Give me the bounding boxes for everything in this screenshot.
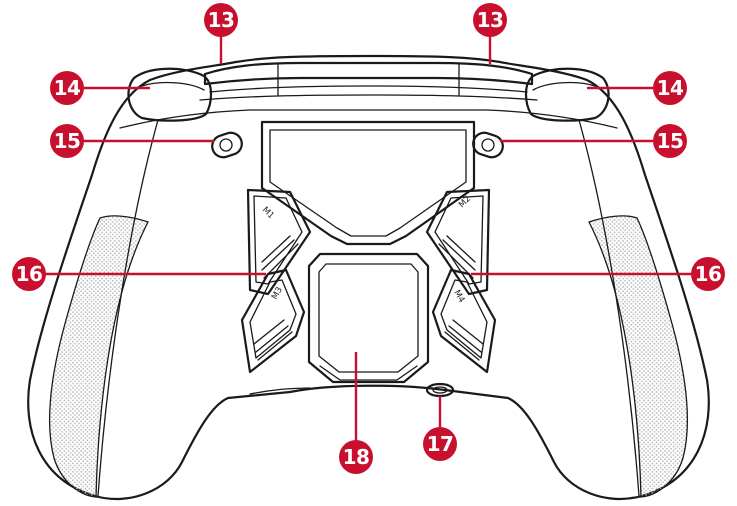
left-side-seam: [97, 119, 159, 497]
back-cover-inner: [318, 263, 419, 373]
callout-number: 18: [343, 445, 370, 469]
right-trigger-stop-switch[interactable]: [470, 130, 505, 160]
callout-number: 14: [657, 76, 684, 100]
left-trigger-ridge: [141, 81, 205, 91]
callout-15-right: 15: [500, 124, 687, 158]
bumper-shelf: [199, 94, 538, 101]
callout-number: 15: [54, 129, 81, 153]
left-trigger-stop-switch[interactable]: [209, 130, 244, 160]
back-cover[interactable]: [307, 252, 430, 384]
callout-number: 13: [208, 8, 235, 32]
back-panel-inner: [269, 129, 467, 237]
bottom-port-strip: [249, 387, 311, 395]
back-panel: [260, 120, 476, 246]
right-side-seam: [578, 119, 640, 497]
right-trigger-shape: [524, 67, 610, 122]
macro-button-m2[interactable]: M2: [425, 188, 491, 296]
callout-number: 13: [477, 8, 504, 32]
macro-label-m1: M1: [260, 205, 276, 221]
callout-number: 16: [16, 262, 43, 286]
callout-14-left: 14: [50, 71, 150, 105]
left-grip-texture: [48, 215, 149, 498]
bumper-lower-edge: [209, 85, 528, 93]
back-cover-outer: [307, 252, 430, 384]
right-trigger-ridge: [532, 81, 596, 91]
callout-14-right: 14: [587, 71, 687, 105]
macro-label-m4: M4: [451, 289, 466, 305]
callout-18: 18: [339, 352, 373, 474]
callout-number: 17: [427, 432, 454, 456]
controller-body: [27, 54, 710, 501]
callout-number: 14: [54, 76, 81, 100]
back-panel-frame: [260, 120, 476, 246]
left-trigger-shape: [127, 67, 213, 122]
callout-13-right: 13: [473, 3, 507, 64]
callout-13-left: 13: [204, 3, 238, 64]
left-trigger[interactable]: [127, 67, 213, 122]
callout-16-right: 16: [471, 257, 725, 291]
right-trigger[interactable]: [524, 67, 610, 122]
callout-15-left: 15: [50, 124, 214, 158]
controller-outline: [27, 54, 710, 501]
callout-17: 17: [423, 396, 457, 461]
callout-16-left: 16: [12, 257, 266, 291]
top-bumpers: [199, 61, 538, 101]
bumper-bar: [203, 61, 534, 86]
back-cover-lower-band: [319, 365, 418, 381]
right-grip-texture: [588, 215, 689, 498]
macro-button-m1[interactable]: M1: [246, 188, 312, 296]
callout-number: 15: [657, 129, 684, 153]
callout-number: 16: [695, 262, 722, 286]
